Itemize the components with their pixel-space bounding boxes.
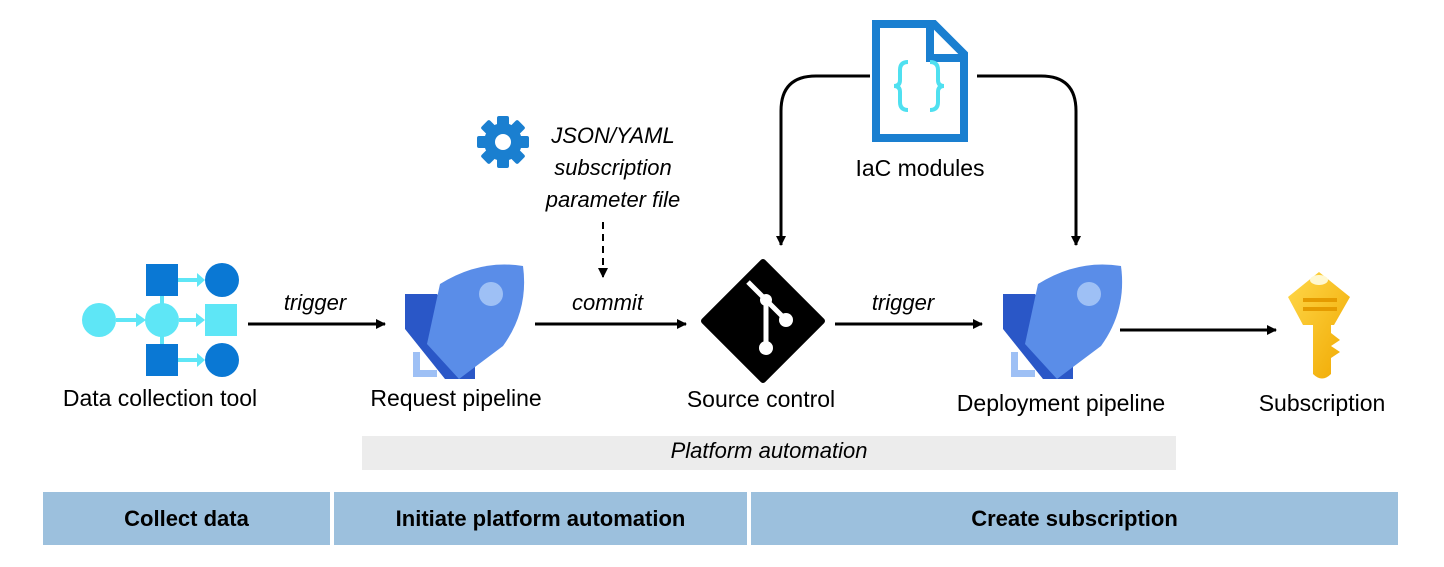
pipeline-rocket-icon (405, 264, 525, 379)
edge-label-trigger-2: trigger (871, 290, 935, 315)
platform-automation-band: Platform automation (362, 436, 1176, 470)
edge-label-commit: commit (572, 290, 643, 315)
parameter-file-line-1: JSON/YAML (551, 123, 675, 148)
phase-create-subscription: Create subscription (751, 492, 1398, 545)
edge-label-trigger-1: trigger (283, 290, 347, 315)
parameter-file-line-3: parameter file (545, 187, 681, 212)
connector-arrows (248, 74, 1277, 335)
code-file-icon (872, 20, 968, 142)
phase-initiate-platform-automation: Initiate platform automation (334, 492, 747, 545)
request-pipeline-label: Request pipeline (370, 385, 542, 411)
arrow-iac-to-deployment (977, 74, 1081, 246)
data-collection-tool-label: Data collection tool (62, 385, 258, 411)
pipeline-rocket-icon (1003, 264, 1123, 379)
iac-modules-label: IaC modules (855, 155, 985, 181)
parameter-file-line-2: subscription (554, 155, 672, 180)
source-control-label: Source control (686, 386, 836, 412)
gear-icon (477, 116, 529, 168)
deployment-pipeline-label: Deployment pipeline (956, 390, 1166, 416)
subscription-label: Subscription (1258, 390, 1386, 416)
parameter-file-label: JSON/YAML subscription parameter file (518, 120, 708, 216)
phase-collect-data: Collect data (43, 492, 330, 545)
git-icon (701, 259, 825, 383)
data-flow-icon (82, 263, 239, 377)
platform-automation-label: Platform automation (670, 438, 868, 463)
key-icon (1288, 272, 1350, 379)
arrow-iac-to-source (776, 74, 870, 246)
